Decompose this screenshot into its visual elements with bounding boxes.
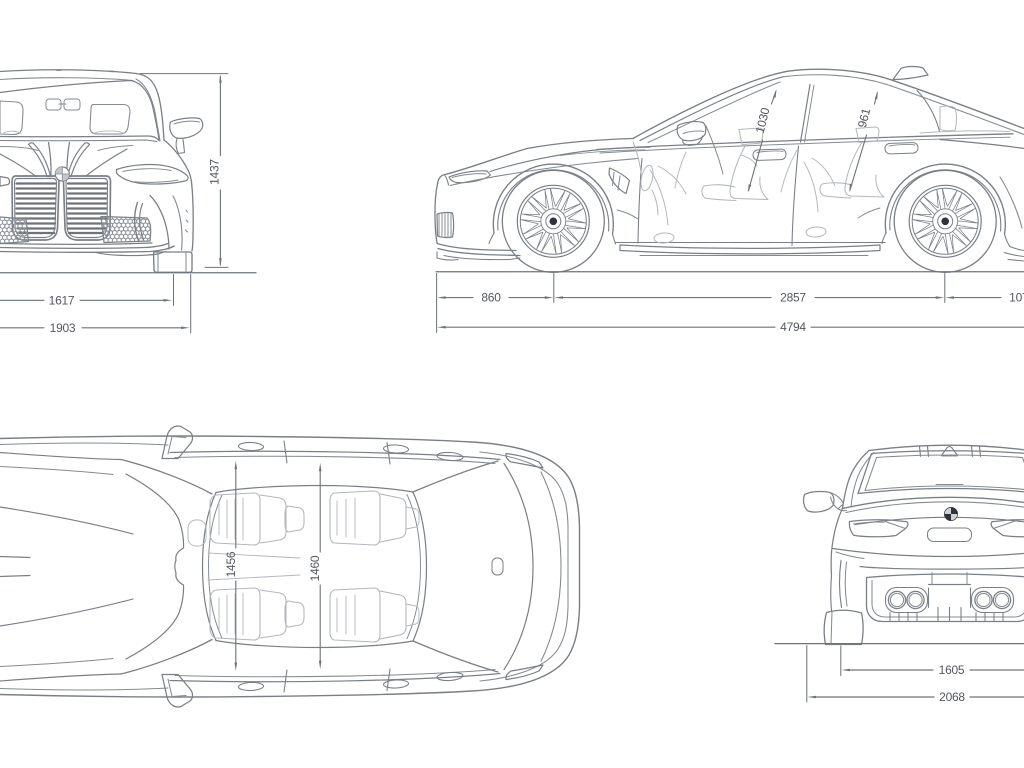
svg-text:1605: 1605 — [939, 663, 965, 677]
svg-text:4794: 4794 — [780, 320, 806, 334]
svg-text:2857: 2857 — [780, 291, 806, 305]
svg-text:1030: 1030 — [753, 106, 773, 135]
svg-text:1456: 1456 — [224, 551, 238, 577]
svg-text:2068: 2068 — [939, 690, 965, 704]
svg-text:1077: 1077 — [1009, 291, 1024, 305]
svg-text:1460: 1460 — [308, 555, 322, 581]
svg-text:860: 860 — [481, 291, 501, 305]
svg-text:1903: 1903 — [50, 321, 76, 335]
svg-text:961: 961 — [855, 106, 873, 129]
svg-text:1617: 1617 — [49, 293, 75, 307]
svg-text:1437: 1437 — [207, 159, 221, 185]
